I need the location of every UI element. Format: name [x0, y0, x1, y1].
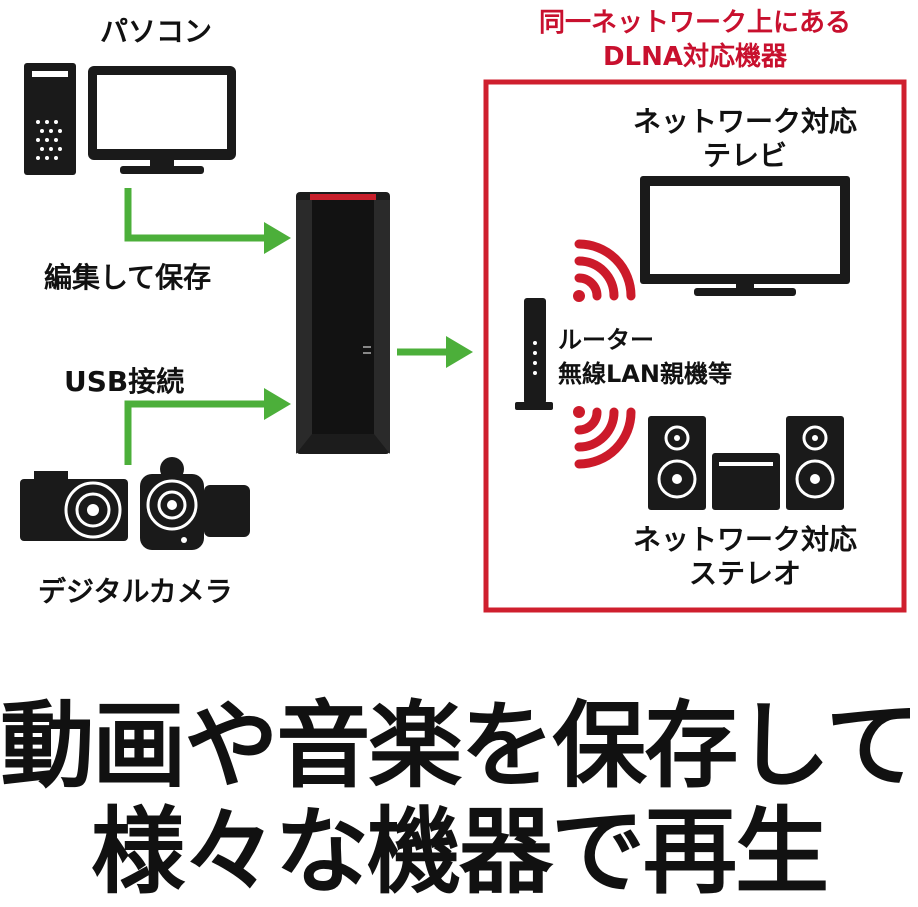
nas-icon: [296, 192, 390, 454]
router-icon: [515, 298, 553, 410]
headline-line2: 様々な機器で再生: [90, 798, 829, 907]
dlna-title-line1: 同一ネットワーク上にある: [538, 8, 851, 38]
usb-label: USB接続: [64, 365, 185, 398]
stereo-label-line1: ネットワーク対応: [632, 523, 857, 556]
stereo-icon: [648, 416, 844, 510]
wifi-icon: [573, 239, 636, 302]
camcorder-icon: [140, 457, 250, 550]
tv-icon: [640, 176, 850, 296]
tv-label-line2: テレビ: [702, 139, 787, 172]
stereo-label-line2: ステレオ: [688, 557, 801, 590]
monitor-icon: [88, 66, 236, 174]
camera-icon: [20, 471, 128, 541]
dlna-title-line2: DLNA対応機器: [602, 42, 788, 72]
headline-line1: 動画や音楽を保存して: [0, 692, 918, 801]
camera-label: デジタルカメラ: [38, 575, 233, 608]
arrow-camera-to-nas: [124, 388, 291, 465]
arrow-pc-to-nas: [124, 188, 291, 254]
pc-tower-icon: [24, 63, 76, 175]
dlna-frame: [483, 79, 907, 613]
wifi-icon: [573, 406, 636, 469]
pc-label: パソコン: [100, 15, 213, 48]
router-label-line1: ルーター: [558, 326, 654, 354]
router-label-line2: 無線LAN親機等: [558, 360, 732, 388]
edit-save-label: 編集して保存: [44, 261, 212, 294]
arrow-nas-to-dlna: [397, 336, 473, 368]
tv-label-line1: ネットワーク対応: [632, 105, 857, 138]
